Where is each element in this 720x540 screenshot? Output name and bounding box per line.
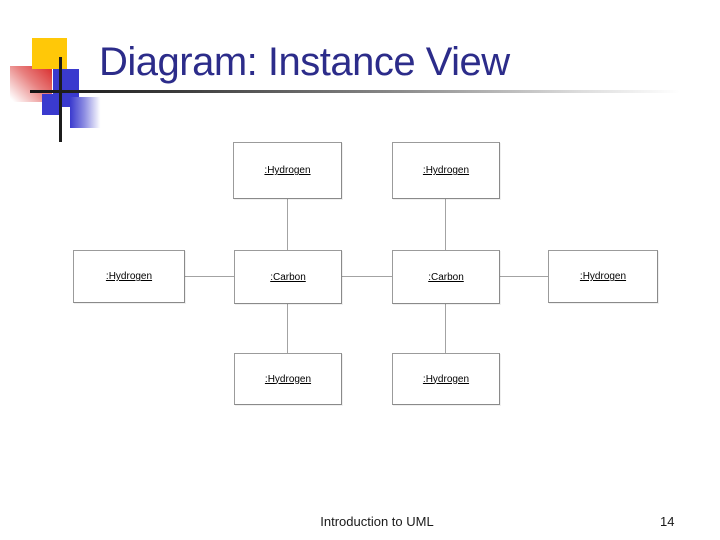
instance-box-hydrogen-bottom-right: :Hydrogen (392, 353, 500, 405)
instance-label: :Hydrogen (422, 165, 470, 176)
connector-htopright-carbonright (445, 197, 446, 250)
connector-carbonright-hbottomright (445, 302, 446, 353)
instance-label: :Hydrogen (264, 373, 312, 385)
instance-box-hydrogen-bottom-left: :Hydrogen (234, 353, 342, 405)
connector-carbonright-hmidright (498, 276, 548, 277)
decoration-blue-square-small (42, 94, 60, 115)
instance-box-carbon-right: :Carbon (392, 250, 500, 304)
connector-carbonleft-carbonright (340, 276, 392, 277)
slide-number: 14 (660, 514, 675, 529)
connector-carbonleft-hbottomleft (287, 302, 288, 353)
instance-box-hydrogen-top-left: :Hydrogen (233, 142, 342, 199)
connector-htopleft-carbonleft (287, 197, 288, 250)
instance-label: :Hydrogen (264, 165, 311, 176)
instance-label: :Carbon (428, 271, 464, 283)
connector-hmidleft-carbonleft (183, 276, 234, 277)
page-title: Diagram: Instance View (99, 40, 510, 84)
decoration-blue-fade-square (70, 97, 102, 128)
footer-text: Introduction to UML (320, 514, 434, 529)
instance-box-carbon-left: :Carbon (234, 250, 342, 304)
instance-box-hydrogen-middle-right: :Hydrogen (548, 250, 658, 303)
title-underline-rule (30, 90, 700, 93)
instance-box-hydrogen-middle-left: :Hydrogen (73, 250, 185, 303)
instance-label: :Hydrogen (422, 373, 470, 385)
decoration-cross-line (59, 57, 62, 142)
instance-label: :Hydrogen (105, 271, 153, 282)
instance-box-hydrogen-top-right: :Hydrogen (392, 142, 500, 199)
instance-label: :Hydrogen (579, 271, 627, 282)
instance-label: :Carbon (270, 271, 306, 283)
